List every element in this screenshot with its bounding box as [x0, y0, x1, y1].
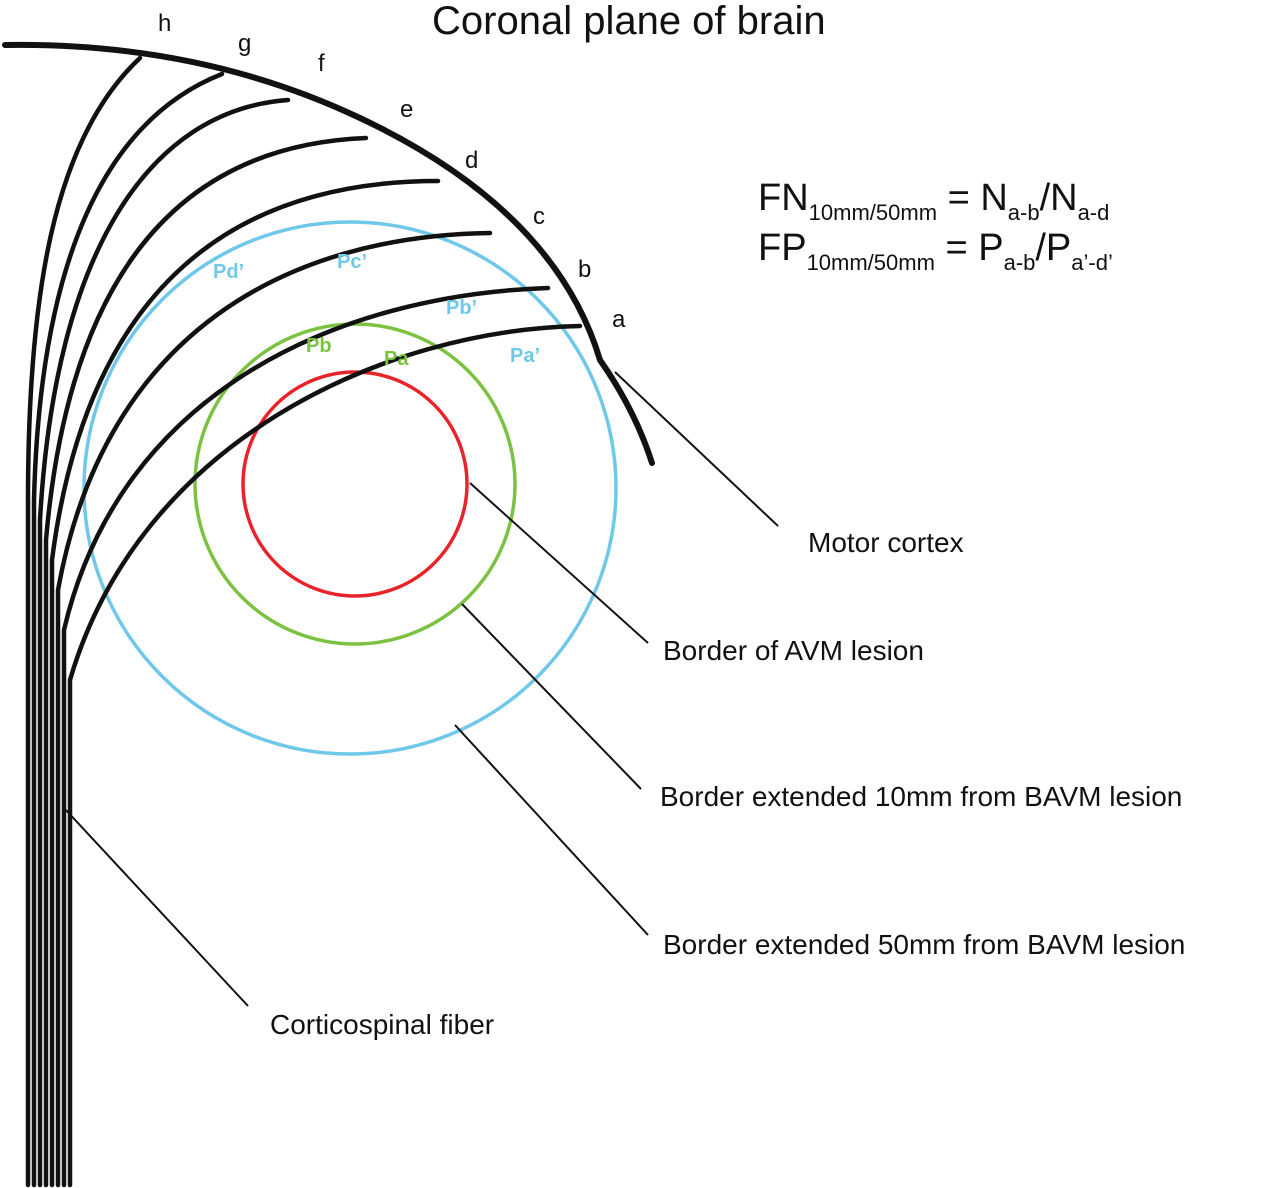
formula-fp-sub2: a-b: [1004, 250, 1036, 275]
formula-fn-div: /N: [1040, 177, 1078, 219]
letter-g: g: [238, 30, 251, 57]
intersection-labels: Pd’ Pc’ Pb’ Pa’ Pb Pa: [213, 251, 540, 370]
label-avm-border: Border of AVM lesion: [663, 635, 924, 666]
fiber-letters: h g f e d c b a: [158, 10, 626, 333]
letter-e: e: [400, 96, 413, 123]
formula-fn-sub2: a-b: [1008, 200, 1040, 225]
fiber-a: [67, 323, 583, 1188]
fiber-f: [37, 97, 291, 1188]
letter-f: f: [318, 50, 325, 77]
leader-border-50mm: [454, 724, 649, 936]
formula-fp-sub: 10mm/50mm: [807, 250, 935, 275]
point-pb-prime: Pb’: [446, 297, 477, 319]
leader-motor-cortex: [614, 371, 779, 527]
avm-lesion-circle: [241, 370, 469, 598]
formula-fn-sub: 10mm/50mm: [809, 200, 937, 225]
point-pc-prime: Pc’: [337, 251, 367, 273]
fiber-c: [55, 230, 493, 1188]
formula-fn-eq: = N: [937, 177, 1008, 219]
label-border-50mm: Border extended 50mm from BAVM lesion: [663, 929, 1185, 960]
letter-c: c: [533, 203, 545, 230]
point-pa-prime: Pa’: [510, 345, 540, 367]
formula-fn: FN10mm/50mm = Na-b/Na-d: [758, 177, 1109, 225]
formula-fp-sub3: a’-d’: [1071, 250, 1113, 275]
label-motor-cortex: Motor cortex: [808, 527, 964, 558]
formula-fp: FP10mm/50mm = Pa-b/Pa’-d’: [758, 227, 1113, 275]
formula-fp-eq: = P: [935, 227, 1004, 269]
leader-border-10mm: [461, 603, 642, 790]
letter-d: d: [465, 147, 478, 174]
letter-b: b: [578, 256, 591, 283]
formula-fn-sub3: a-d: [1078, 200, 1110, 225]
fiber-d: [49, 178, 441, 1188]
formula-fp-div: /P: [1035, 227, 1071, 269]
formula-fn-main: FN: [758, 177, 809, 219]
fiber-g: [31, 71, 225, 1188]
fiber-e: [43, 135, 369, 1188]
label-corticospinal: Corticospinal fiber: [270, 1009, 494, 1040]
letter-a: a: [612, 306, 626, 333]
leader-avm-border: [469, 482, 649, 644]
fiber-h: [25, 55, 143, 1188]
point-pd-prime: Pd’: [213, 261, 244, 283]
label-border-10mm: Border extended 10mm from BAVM lesion: [660, 781, 1182, 812]
letter-h: h: [158, 10, 171, 37]
motor-cortex-arc: [2, 41, 655, 466]
point-pa: Pa: [384, 348, 409, 370]
leader-corticospinal: [63, 807, 249, 1007]
point-pb: Pb: [306, 335, 332, 357]
border-50mm-circle: [82, 220, 618, 756]
formula-fp-main: FP: [758, 227, 807, 269]
fiber-b: [61, 285, 551, 1188]
corticospinal-fibers: [25, 55, 583, 1188]
diagram-title: Coronal plane of brain: [432, 0, 826, 43]
